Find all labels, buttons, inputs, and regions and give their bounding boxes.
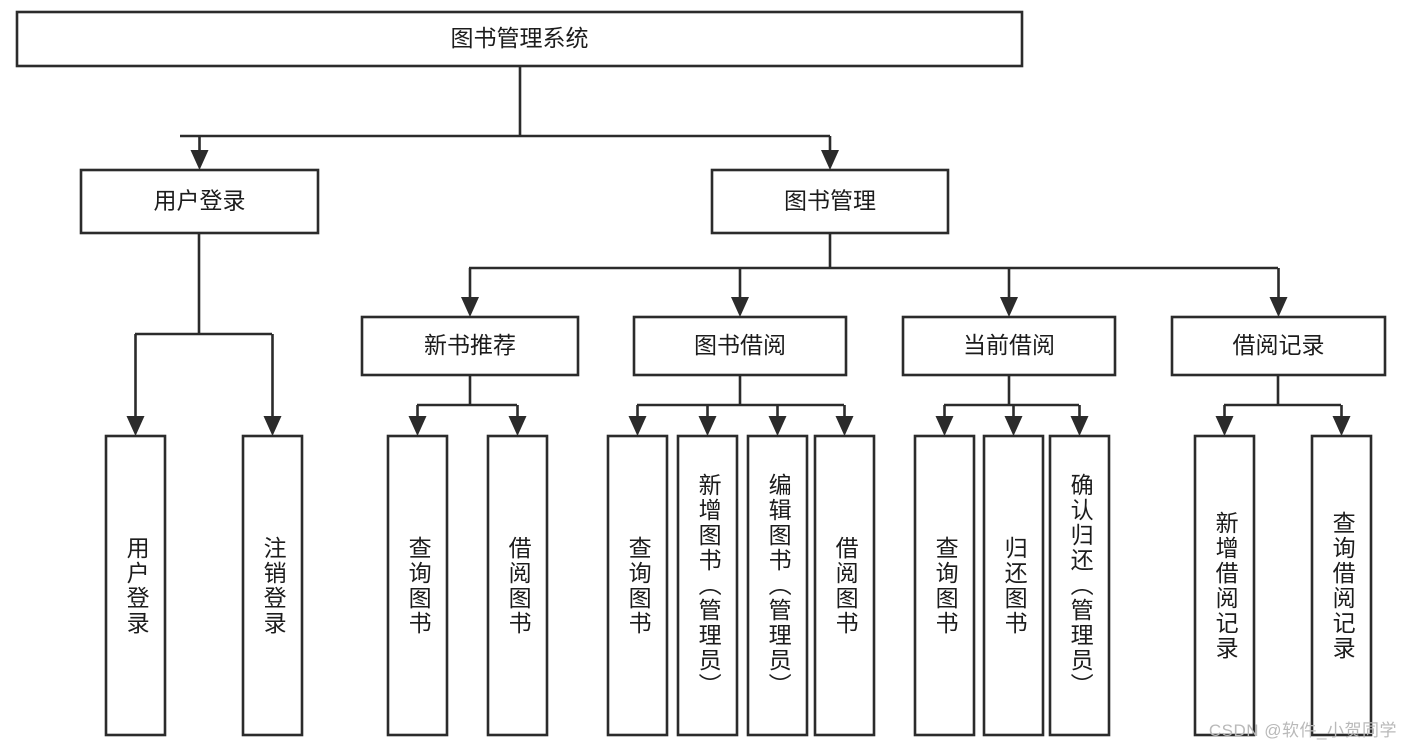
node-box-leaf-borrow-book-2[interactable]	[813, 434, 876, 737]
node-label-book-borrow: 图书借阅	[694, 332, 786, 358]
node-label-borrow-record: 借阅记录	[1233, 332, 1325, 358]
arrow-head-icon	[126, 416, 145, 436]
node-box-leaf-return-book[interactable]	[982, 434, 1045, 737]
arrow-head-icon	[768, 416, 787, 436]
connectors-layer	[126, 66, 1351, 436]
arrow-head-icon	[1332, 416, 1351, 436]
node-box-root[interactable]	[15, 10, 1024, 68]
arrow-head-icon	[263, 416, 282, 436]
node-box-leaf-query-record[interactable]	[1310, 434, 1373, 737]
arrow-head-icon	[1000, 297, 1018, 317]
node-box-leaf-add-record[interactable]	[1193, 434, 1256, 737]
node-box-leaf-confirm-return[interactable]	[1048, 434, 1111, 737]
arrow-head-icon	[461, 297, 479, 317]
node-box-book-borrow[interactable]	[632, 315, 848, 377]
node-box-book-manage[interactable]	[710, 168, 950, 235]
node-box-leaf-user-login[interactable]	[104, 434, 167, 737]
arrow-head-icon	[835, 416, 854, 436]
arrow-head-icon	[1269, 297, 1288, 317]
watermark-text: CSDN @软件_小贺同学	[1208, 721, 1397, 740]
node-label-new-book-rec: 新书推荐	[424, 332, 516, 358]
node-box-borrow-record[interactable]	[1170, 315, 1387, 377]
node-box-leaf-query-book-2[interactable]	[606, 434, 669, 737]
node-box-leaf-borrow-book-1[interactable]	[486, 434, 549, 737]
node-box-leaf-user-logout[interactable]	[241, 434, 304, 737]
arrow-head-icon	[698, 416, 717, 436]
nodes-layer	[15, 10, 1387, 737]
node-box-current-borrow[interactable]	[901, 315, 1117, 377]
arrow-head-icon	[935, 416, 954, 436]
node-label-user-login: 用户登录	[154, 188, 246, 214]
node-box-leaf-edit-book[interactable]	[746, 434, 809, 737]
arrow-head-icon	[1215, 416, 1234, 436]
node-box-leaf-query-book-3[interactable]	[913, 434, 976, 737]
node-label-root: 图书管理系统	[451, 25, 589, 51]
node-box-leaf-add-book[interactable]	[676, 434, 739, 737]
node-box-leaf-query-book-1[interactable]	[386, 434, 449, 737]
arrow-head-icon	[1004, 416, 1023, 436]
arrow-head-icon	[731, 297, 749, 317]
node-box-user-login[interactable]	[79, 168, 320, 235]
node-label-current-borrow: 当前借阅	[963, 332, 1055, 358]
arrow-head-icon	[628, 416, 647, 436]
arrow-head-icon	[1070, 416, 1089, 436]
node-box-new-book-rec[interactable]	[360, 315, 580, 377]
node-label-book-manage: 图书管理	[784, 188, 876, 214]
arrow-head-icon	[408, 416, 427, 436]
arrow-head-icon	[508, 416, 527, 436]
arrow-head-icon	[190, 150, 209, 170]
arrow-head-icon	[821, 150, 839, 170]
